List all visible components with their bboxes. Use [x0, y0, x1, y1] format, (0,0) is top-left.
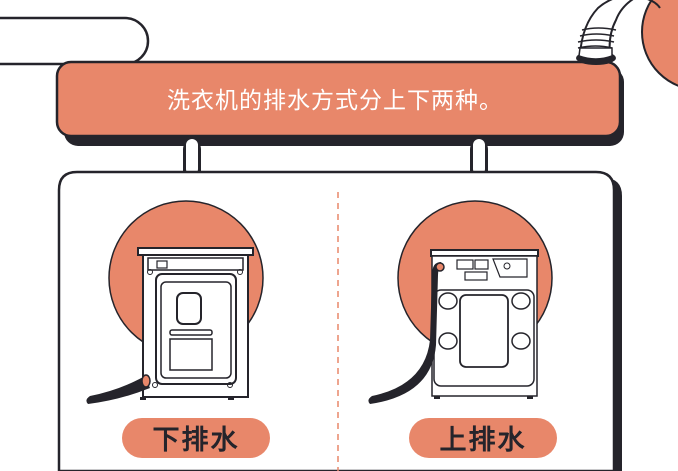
- decor-pill-left: [0, 16, 150, 66]
- decor-circle-top-right: [641, 0, 678, 87]
- hook-connectors: [183, 137, 488, 180]
- title-banner: [55, 60, 622, 138]
- washer-top-drain-illustration: [368, 200, 553, 404]
- label-pill-bottom-drain: [122, 418, 270, 458]
- label-pill-top-drain: [409, 418, 557, 458]
- pipe-icon: [577, 0, 661, 56]
- label-bottom-drain: 下排水: [153, 425, 240, 456]
- banner-title: 洗衣机的排水方式分上下两种。: [167, 88, 503, 114]
- label-top-drain: 上排水: [440, 425, 527, 456]
- washer-bottom-drain-illustration: [86, 200, 264, 404]
